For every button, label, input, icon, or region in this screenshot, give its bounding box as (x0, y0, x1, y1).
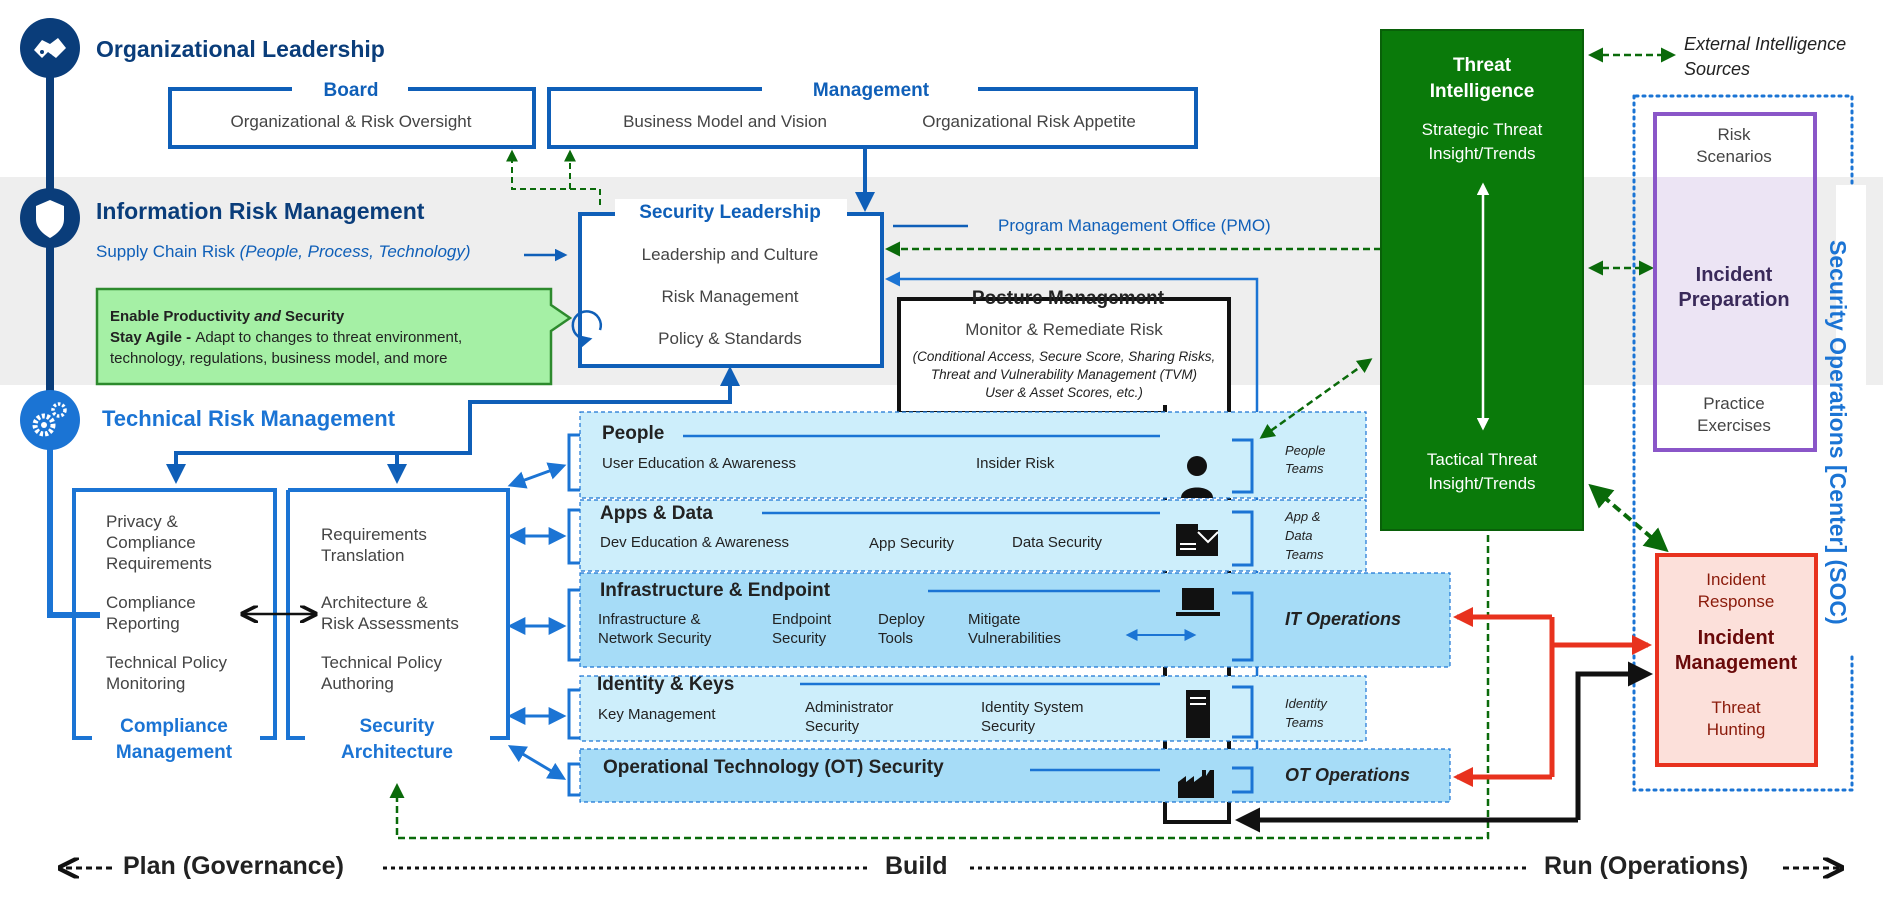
threat-intelligence-box (1380, 29, 1584, 531)
board-text: Organizational & Risk Oversight (230, 112, 472, 131)
team-identity: Identity Teams (1285, 696, 1327, 730)
compliance-item: Compliance Reporting (106, 593, 196, 633)
compliance-title: Compliance Management (115, 716, 233, 763)
threat-intel-title: Threat Intelligence (1429, 55, 1535, 102)
posture-detail: (Conditional Access, Secure Score, Shari… (912, 349, 1216, 400)
threat-intel-strategic: Strategic Threat Insight/Trends (1421, 120, 1543, 163)
lane-infrastructure (579, 572, 1451, 668)
lane-ot (579, 748, 1451, 803)
lane-item: Administrator Security (805, 699, 894, 735)
lane-apps-title: Apps & Data (600, 503, 713, 524)
section-irm-title: Information Risk Management (96, 198, 425, 224)
supply-chain-risk: Supply Chain Risk (People, Process, Tech… (96, 242, 471, 261)
timeline-connector (47, 420, 100, 618)
architecture-box (286, 488, 510, 740)
team-people: People Teams (1285, 443, 1326, 476)
prep-practice-exercises: Practice Exercises (1697, 394, 1771, 435)
architecture-item: Requirements Translation (321, 525, 427, 565)
lane-people (579, 411, 1367, 499)
posture-management-box (897, 297, 1231, 415)
phase-run: Run (Operations) (1544, 852, 1749, 880)
callout-text: Enable Productivity and Security Stay Ag… (110, 308, 463, 367)
incident-management-title: Incident Management (1674, 627, 1798, 674)
architecture-item: Architecture & Risk Assessments (321, 593, 459, 633)
person-icon (1181, 456, 1213, 498)
lane-item: App Security (869, 535, 955, 552)
soc-container (1632, 94, 1854, 792)
team-app-data: App & Data Teams (1285, 509, 1324, 562)
management-item-vision: Business Model and Vision (623, 112, 827, 131)
compliance-item: Technical Policy Monitoring (106, 653, 227, 693)
lane-identity-title: Identity & Keys (597, 674, 735, 695)
section-trm-title: Technical Risk Management (102, 406, 396, 431)
incident-response: Incident Response (1697, 570, 1775, 611)
incident-management-box (1655, 553, 1818, 767)
shield-icon (20, 188, 80, 248)
section-org-title: Organizational Leadership (96, 36, 385, 62)
lane-item: Identity System Security (981, 699, 1084, 735)
lane-people-title: People (602, 423, 665, 444)
architecture-title: Security Architecture (341, 716, 453, 763)
lane-item: Dev Education & Awareness (600, 534, 790, 551)
board-box (168, 87, 536, 149)
team-ot-operations: OT Operations (1285, 765, 1411, 785)
security-leadership-item: Risk Management (661, 287, 799, 306)
lane-item: User Education & Awareness (602, 455, 796, 472)
management-box (547, 87, 1198, 149)
gears-icon (20, 390, 80, 450)
architecture-item: Technical Policy Authoring (321, 653, 442, 693)
lane-item: Key Management (598, 706, 716, 723)
incident-preparation-title: Incident Preparation (1678, 264, 1790, 311)
lane-item: Data Security (1012, 534, 1103, 551)
prep-risk-scenarios: Risk Scenarios (1696, 125, 1772, 166)
lane-ot-title: Operational Technology (OT) Security (603, 757, 944, 778)
lane-item: Endpoint Security (772, 611, 832, 647)
management-title: Management (812, 80, 930, 101)
external-intel-sources: External Intelligence Sources (1684, 34, 1847, 79)
factory-icon (1178, 770, 1214, 798)
lane-item: Insider Risk (976, 455, 1055, 472)
agility-callout (95, 287, 573, 386)
posture-subtitle: Monitor & Remediate Risk (965, 320, 1163, 339)
app-data-icon (1176, 524, 1219, 556)
lane-item: Mitigate Vulnerabilities (968, 611, 1061, 647)
server-icon (1186, 690, 1210, 738)
lane-infra-title: Infrastructure & Endpoint (600, 580, 831, 601)
phase-plan: Plan (Governance) (123, 852, 344, 880)
management-item-appetite: Organizational Risk Appetite (922, 112, 1136, 131)
soc-label: Security Operations [Center] (SOC) (1825, 240, 1851, 625)
lane-item: Infrastructure & Network Security (598, 611, 712, 647)
posture-title: Posture Management (971, 288, 1165, 309)
lane-item: Deploy Tools (878, 611, 925, 647)
pmo-label: Program Management Office (PMO) (998, 216, 1271, 235)
threat-hunting: Threat Hunting (1706, 698, 1766, 739)
security-leadership-title: Security Leadership (639, 202, 821, 223)
security-leadership-item: Leadership and Culture (641, 245, 819, 264)
laptop-icon (1176, 588, 1220, 616)
team-it-operations: IT Operations (1285, 609, 1402, 629)
threat-intel-tactical: Tactical Threat Insight/Trends (1426, 450, 1538, 493)
security-leadership-item: Policy & Standards (658, 329, 802, 348)
compliance-item: Privacy & Compliance Requirements (106, 512, 212, 573)
handshake-icon (20, 18, 80, 78)
phase-build: Build (885, 852, 948, 880)
board-title: Board (323, 80, 379, 101)
